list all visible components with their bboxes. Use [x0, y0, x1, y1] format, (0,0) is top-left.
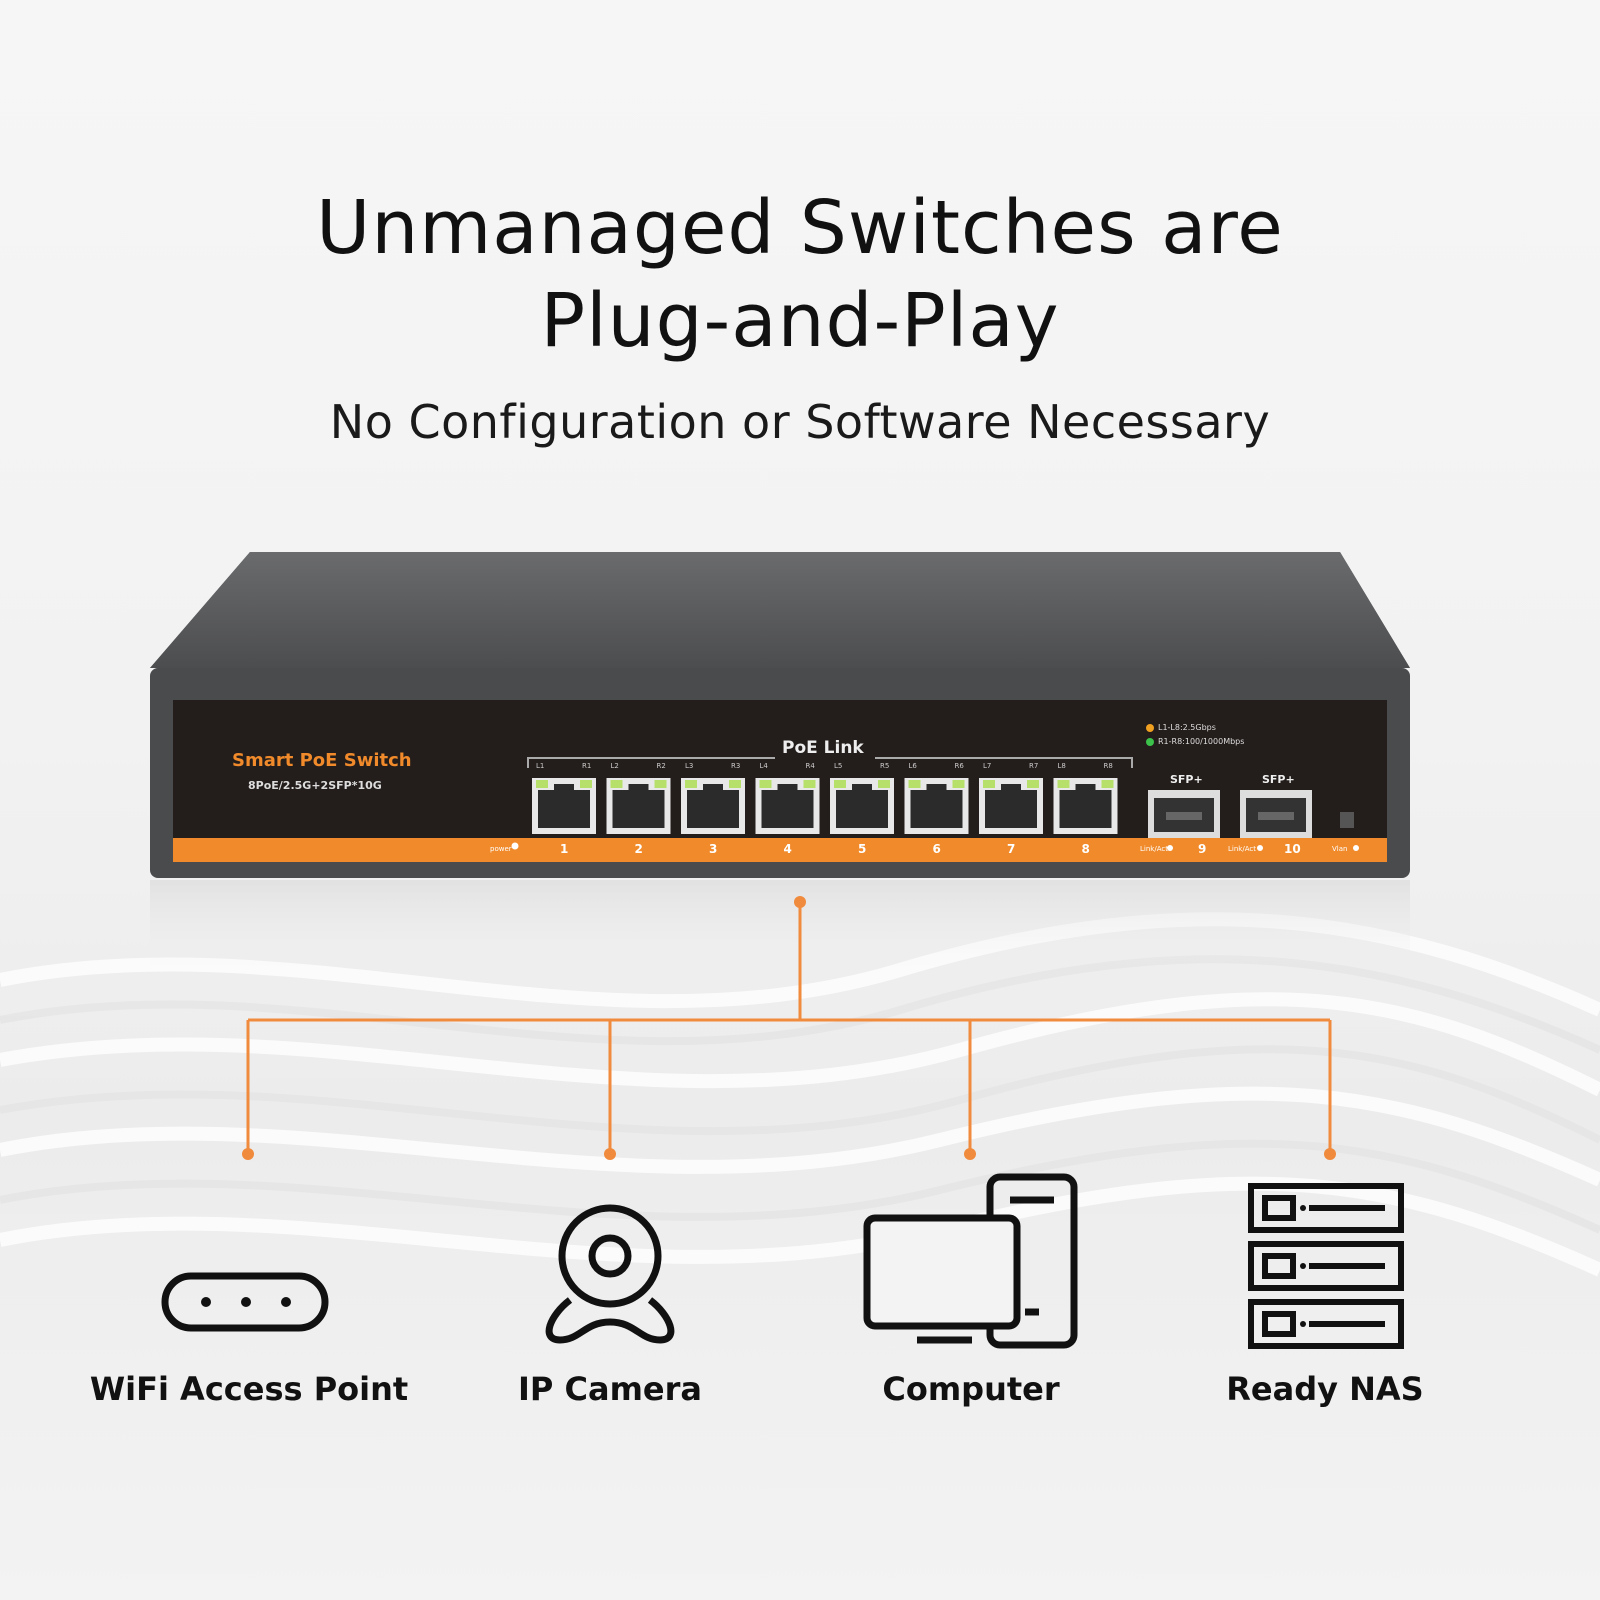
device-label-nas: Ready NAS [1226, 1370, 1424, 1408]
port-led-label: L1 [536, 762, 545, 770]
rj45-port [1053, 778, 1118, 834]
port-number-3: 3 [709, 842, 718, 856]
port-led-label: L4 [759, 762, 768, 770]
port-led-label: R4 [805, 762, 815, 770]
sfp-label-2: SFP+ [1262, 773, 1295, 786]
port-led-label: L3 [685, 762, 694, 770]
sfp-cage-1 [1148, 790, 1220, 838]
rj45-port [830, 778, 894, 834]
port-led-label: R6 [954, 762, 964, 770]
legend-l-ports: L1-L8:2.5Gbps [1158, 723, 1216, 732]
port-led-label: R8 [1103, 762, 1113, 770]
legend-r-ports: R1-R8:100/1000Mbps [1158, 737, 1245, 746]
port-led-label: R1 [582, 762, 592, 770]
poe-link-label: PoE Link [782, 738, 864, 758]
rj45-port [532, 778, 596, 834]
port-number-2: 2 [634, 842, 643, 856]
computer-icon [863, 1173, 1078, 1349]
rj45-port [979, 778, 1043, 834]
subtitle: No Configuration or Software Necessary [329, 395, 1271, 449]
switch-model-label: 8PoE/2.5G+2SFP*10G [248, 779, 382, 792]
wifi-access-point-icon [161, 1272, 329, 1332]
port-led-label: L6 [908, 762, 917, 770]
device-label-ip-camera: IP Camera [518, 1370, 702, 1408]
orange-stripe [173, 838, 1387, 862]
sfp-number-9: 9 [1198, 842, 1207, 856]
port-led-label: L7 [983, 762, 992, 770]
link-act-label-2: Link/Act [1228, 845, 1256, 853]
port-led-label: L2 [610, 762, 619, 770]
device-label-wifi-access-point: WiFi Access Point [89, 1370, 409, 1408]
ip-camera-icon [545, 1204, 675, 1344]
port-number-1: 1 [560, 842, 569, 856]
rj45-port [681, 778, 745, 834]
port-led-label: R7 [1029, 762, 1039, 770]
sfp-label-1: SFP+ [1170, 773, 1203, 786]
port-number-5: 5 [858, 842, 867, 856]
port-led-label: R3 [731, 762, 741, 770]
port-led-label: L5 [834, 762, 843, 770]
port-led-label: L8 [1057, 762, 1066, 770]
link-act-label-1: Link/Act [1140, 845, 1168, 853]
port-led-label: R5 [880, 762, 890, 770]
nas-icon [1248, 1183, 1404, 1349]
rj45-port [606, 778, 671, 834]
port-number-6: 6 [932, 842, 941, 856]
port-number-8: 8 [1081, 842, 1090, 856]
rj45-ports [532, 778, 1118, 834]
sfp-number-10: 10 [1284, 842, 1301, 856]
port-number-4: 4 [783, 842, 792, 856]
device-label-computer: Computer [882, 1370, 1060, 1408]
connection-tree [246, 902, 1332, 1150]
power-label: power [490, 845, 512, 853]
headline-line-1: Unmanaged Switches are [316, 185, 1284, 271]
rj45-port [904, 778, 969, 834]
port-led-label: R2 [656, 762, 666, 770]
port-number-7: 7 [1007, 842, 1016, 856]
sfp-cage-2 [1240, 790, 1312, 838]
vlan-label: Vlan [1332, 845, 1348, 853]
headline-line-2: Plug-and-Play [540, 278, 1060, 364]
switch-brand-label: Smart PoE Switch [232, 750, 412, 771]
rj45-port [755, 778, 820, 834]
